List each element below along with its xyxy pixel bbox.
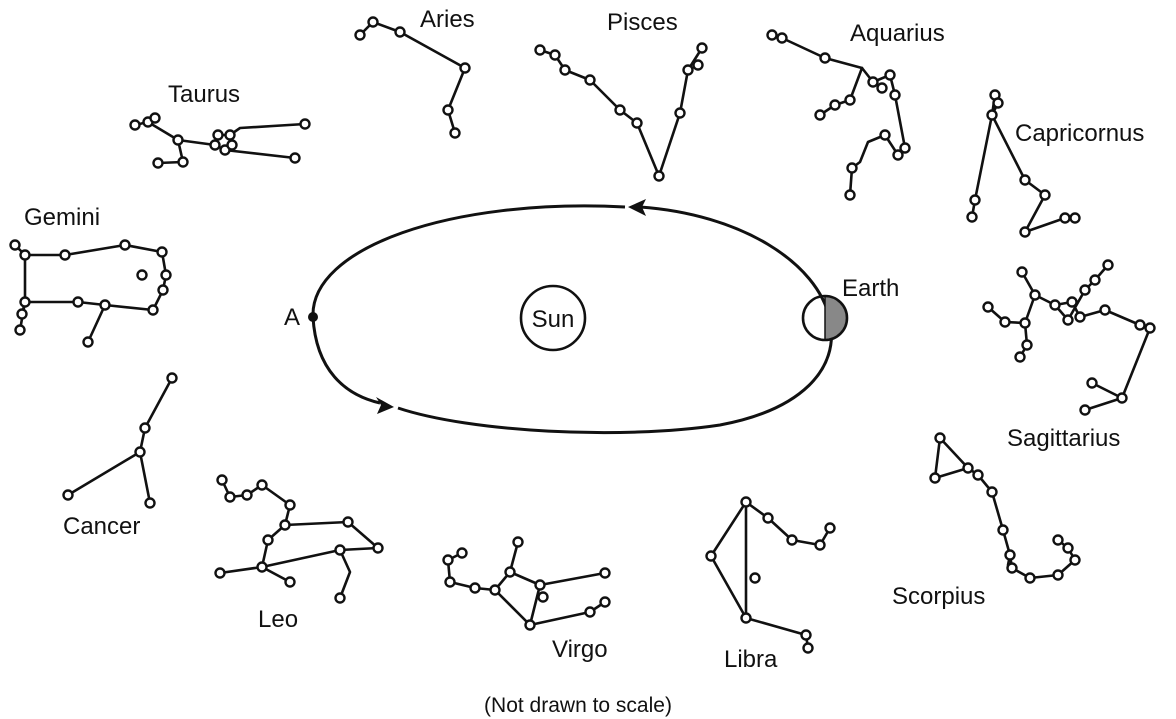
pisces-label: Pisces: [607, 9, 678, 36]
scorpius-label: Scorpius: [892, 583, 985, 610]
sun-label: Sun: [532, 306, 575, 333]
constellation-scorpius: Scorpius: [892, 434, 1080, 611]
scorpius-stars: [931, 434, 1080, 583]
constellation-cancer: Cancer: [63, 374, 177, 541]
earth-label: Earth: [842, 275, 899, 302]
leo-label: Leo: [258, 606, 298, 633]
aquarius-label: Aquarius: [850, 20, 945, 47]
libra-label: Libra: [724, 646, 778, 673]
aquarius-stars: [768, 31, 910, 200]
cancer-label: Cancer: [63, 513, 140, 540]
virgo-label: Virgo: [552, 636, 608, 663]
capricornus-stars: [968, 91, 1080, 237]
gemini-label: Gemini: [24, 204, 100, 231]
sagittarius-label: Sagittarius: [1007, 425, 1120, 452]
libra-stars: [707, 498, 835, 653]
constellation-virgo: Virgo: [444, 538, 610, 664]
scale-note: (Not drawn to scale): [484, 694, 672, 717]
aries-label: Aries: [420, 6, 475, 33]
constellation-aries: Aries: [356, 6, 475, 138]
constellation-sagittarius: Sagittarius: [984, 261, 1155, 453]
earth: Earth: [803, 275, 899, 340]
constellation-libra: Libra: [707, 498, 835, 674]
constellation-pisces: Pisces: [536, 9, 707, 181]
sun: Sun: [521, 286, 585, 350]
orbit-arrow-bottom: [376, 397, 394, 414]
constellation-taurus: Taurus: [131, 81, 310, 168]
taurus-stars: [131, 114, 310, 168]
constellation-capricornus: Capricornus: [968, 91, 1145, 237]
aries-stars: [356, 18, 470, 138]
sagittarius-stars: [984, 261, 1155, 415]
constellation-aquarius: Aquarius: [768, 20, 945, 200]
constellation-gemini: Gemini: [11, 204, 171, 347]
capricornus-label: Capricornus: [1015, 120, 1144, 147]
taurus-label: Taurus: [168, 81, 240, 108]
position-a-label: A: [284, 304, 300, 331]
constellation-leo: Leo: [216, 476, 383, 634]
gemini-stars: [11, 241, 171, 347]
virgo-stars: [444, 538, 610, 630]
